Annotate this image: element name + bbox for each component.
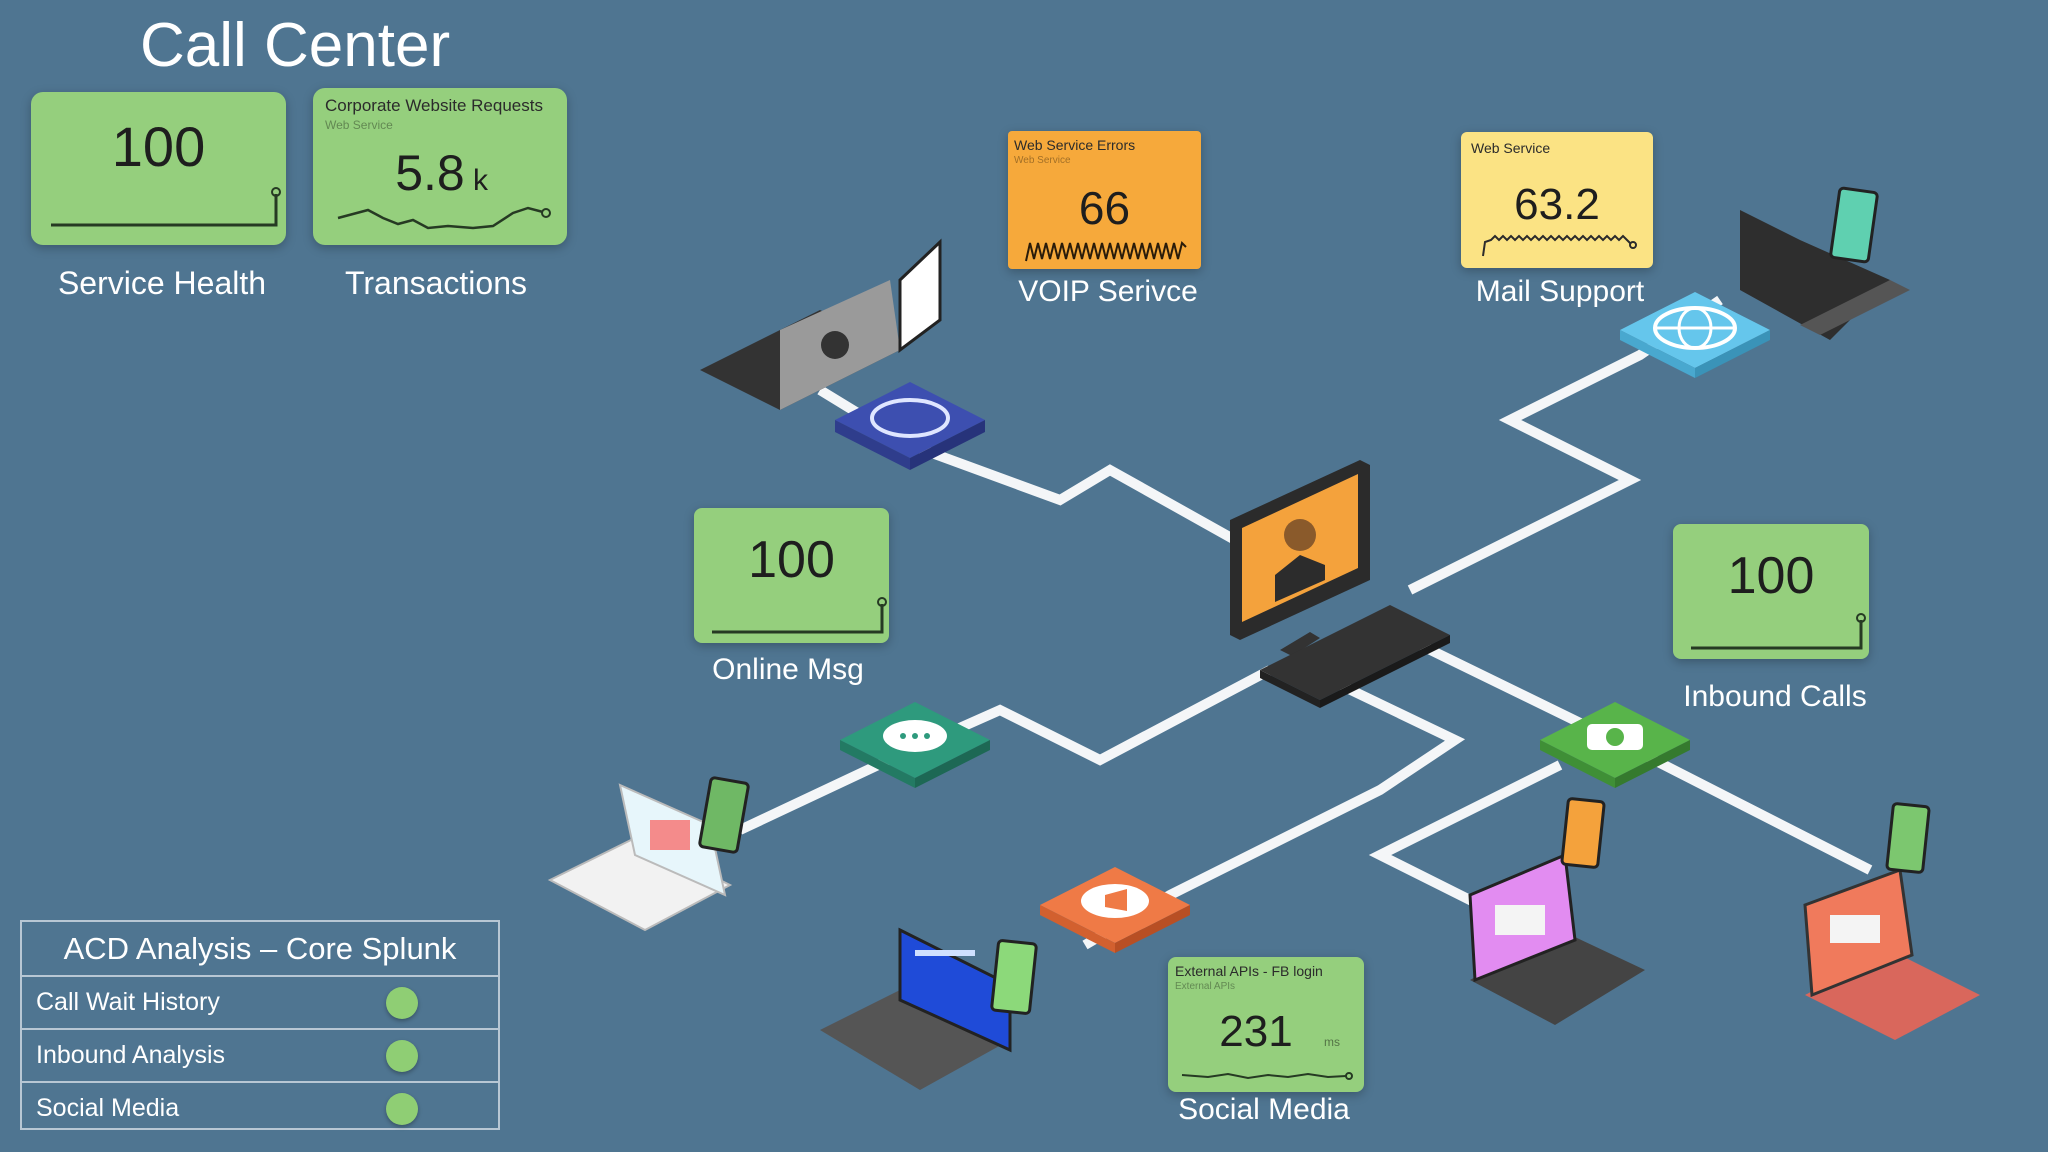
sparkline (1025, 241, 1187, 262)
sparkline (337, 206, 551, 230)
line-chat (737, 665, 1273, 835)
laptop-icon (700, 238, 942, 410)
support-headset-icon (835, 382, 985, 470)
status-indicator (386, 1093, 418, 1125)
tile-subheader: Web Service (1014, 155, 1071, 166)
mail-support-tile[interactable]: Web Service 63.2 (1461, 132, 1653, 268)
online-msg-label: Online Msg (712, 653, 864, 686)
acd-row-inbound-analysis[interactable]: Inbound Analysis (22, 1030, 498, 1083)
sparkline (1181, 1072, 1353, 1080)
tile-subheader: Web Service (325, 118, 393, 132)
agent-monitor-icon (1230, 460, 1370, 656)
sparkline (712, 597, 887, 634)
tile-header: Corporate Website Requests (325, 96, 543, 115)
page-title: Call Center (140, 11, 451, 80)
megaphone-icon (1040, 867, 1190, 953)
acd-row-label: Social Media (36, 1094, 180, 1122)
service-health-label: Service Health (57, 265, 267, 301)
social-media-unit: ms (1324, 1035, 1340, 1049)
laptop-icon (820, 927, 1038, 1090)
acd-analysis-panel: ACD Analysis – Core Splunk Call Wait His… (20, 920, 500, 1130)
line-bottom-right (1368, 760, 1563, 910)
acd-row-label: Inbound Analysis (36, 1041, 226, 1069)
sparkline (1482, 234, 1637, 257)
service-health-value: 100 (111, 115, 206, 178)
sparkline (1691, 613, 1866, 650)
phone-icon (1540, 702, 1690, 788)
social-media-label: Social Media (1178, 1093, 1350, 1126)
tile-header: External APIs - FB login (1175, 963, 1323, 979)
inbound-calls-value: 100 (1727, 547, 1815, 605)
keyboard-icon (1260, 605, 1450, 708)
inbound-calls-label: Inbound Calls (1683, 680, 1867, 713)
transactions-label: Transactions (345, 265, 527, 301)
acd-row-label: Call Wait History (36, 988, 220, 1016)
laptop-icon (1468, 797, 1645, 1025)
tile-header: Web Service Errors (1014, 137, 1136, 153)
globe-icon (1620, 292, 1770, 378)
mail-support-label: Mail Support (1475, 275, 1645, 308)
acd-panel-title: ACD Analysis – Core Splunk (22, 922, 498, 977)
inbound-calls-tile[interactable]: 100 (1673, 524, 1869, 659)
tile-subheader: External APIs (1175, 981, 1236, 992)
status-indicator (386, 1040, 418, 1072)
transactions-unit: k (473, 164, 488, 197)
acd-row-social-media[interactable]: Social Media (22, 1083, 498, 1134)
social-media-tile[interactable]: External APIs - FB login External APIs 2… (1168, 957, 1364, 1092)
transactions-value: 5.8 (395, 145, 465, 201)
voip-tile[interactable]: Web Service Errors Web Service 66 (1008, 131, 1201, 269)
status-indicator (386, 987, 418, 1019)
laptop-icon (1740, 186, 1910, 340)
mail-value: 63.2 (1514, 180, 1600, 229)
sparkline (51, 187, 281, 227)
service-health-tile[interactable]: 100 (31, 92, 286, 245)
online-msg-tile[interactable]: 100 (694, 508, 889, 643)
acd-row-call-wait-history[interactable]: Call Wait History (22, 977, 498, 1030)
tile-header: Web Service (1471, 140, 1551, 156)
transactions-tile[interactable]: Corporate Website Requests Web Service 5… (313, 88, 567, 245)
online-msg-value: 100 (748, 531, 835, 589)
voip-label: VOIP Serivce (1018, 275, 1198, 308)
social-media-value: 231 (1219, 1007, 1293, 1056)
voip-value: 66 (1078, 182, 1131, 234)
laptop-icon (547, 776, 750, 932)
chat-bubble-icon (840, 702, 990, 788)
laptop-icon (1803, 802, 1980, 1040)
